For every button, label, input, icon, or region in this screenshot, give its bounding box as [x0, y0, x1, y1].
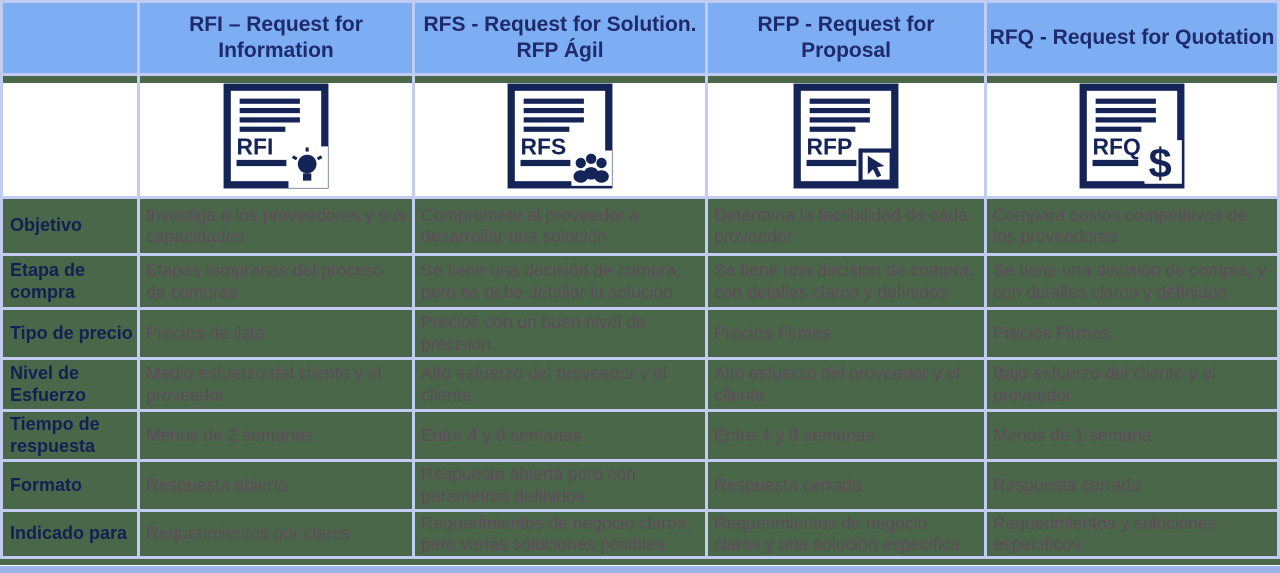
rfi-icon-label: RFI [237, 134, 274, 160]
corner-cell [3, 3, 137, 73]
cell-objetivo-rfs: Compromete al proveedor a desarrollar un… [415, 199, 705, 253]
cell-objetivo-rfp: Determina la factibilidad de cada provee… [708, 199, 984, 253]
cell-objetivo-rfq: Compara costos competitivos de los prove… [987, 199, 1277, 253]
row-label-etapa-de-compra: Etapa de compra [3, 256, 137, 307]
dollar-icon: $ [1149, 140, 1172, 187]
rfp-document-icon: RFP [793, 83, 899, 189]
cell-indicado-rfq: Requerimientos y soluciones específicos [987, 512, 1277, 556]
rfs-icon-label: RFS [521, 134, 567, 160]
row-label-nivel-de-esfuerzo: Nivel de Esfuerzo [3, 360, 137, 409]
cell-formato-rfs: Respuesta abierta pero con parámetros de… [415, 462, 705, 509]
cell-indicado-rfs: Requerimientos de negocio claros, pero v… [415, 512, 705, 556]
cell-formato-rfq: Respuesta cerrado [987, 462, 1277, 509]
row-label-tiempo-de-respuesta: Tiempo de respuesta [3, 412, 137, 459]
row-label-indicado-para: Indicado para [3, 512, 137, 556]
bottom-accent-bar [0, 566, 1280, 573]
cell-formato-rfp: Respuesta cerrada [708, 462, 984, 509]
row-label-formato: Formato [3, 462, 137, 509]
cell-esfuerzo-rfq: Bajo esfuerzo del cliente y el proveedor [987, 360, 1277, 409]
table-bottom-strip [0, 556, 1280, 565]
cell-indicado-rfi: Requerimientos por claros [140, 512, 412, 556]
column-header-rfs: RFS - Request for Solution. RFP Ágil [415, 3, 705, 73]
rfq-document-icon: RFQ $ [1079, 83, 1185, 189]
rfq-icon-label: RFQ [1093, 134, 1141, 160]
cell-tiempo-rfi: Menos de 2 semanas [140, 412, 412, 459]
rfp-icon-cell: RFP [708, 76, 984, 196]
icon-row-spacer [3, 76, 137, 196]
column-header-rfp: RFP - Request for Proposal [708, 3, 984, 73]
cell-objetivo-rfi: Investiga a los proveedores y sus capaci… [140, 199, 412, 253]
cell-etapa-rfi: Etapas tempranas del proceso de compras [140, 256, 412, 307]
row-label-objetivo: Objetivo [3, 199, 137, 253]
cell-indicado-rfp: Requerimientos de negocio claros y una s… [708, 512, 984, 556]
row-label-tipo-de-precio: Tipo de precio [3, 310, 137, 357]
people-icon [573, 153, 609, 183]
cursor-icon [858, 148, 894, 184]
rfs-document-icon: RFS [507, 83, 613, 189]
rfp-icon-label: RFP [807, 134, 853, 160]
cell-esfuerzo-rfs: Alto esfuerzo del proveedor y el cliente [415, 360, 705, 409]
cell-precio-rfp: Precios Firmes [708, 310, 984, 357]
cell-precio-rfi: Precios de lista [140, 310, 412, 357]
cell-esfuerzo-rfp: Alto esfuerzo del proveedor y el cliente [708, 360, 984, 409]
rfi-icon-cell: RFI [140, 76, 412, 196]
cell-formato-rfi: Respuesta abierto [140, 462, 412, 509]
cell-tiempo-rfs: Entre 4 y 8 semanas [415, 412, 705, 459]
rfs-icon-cell: RFS [415, 76, 705, 196]
cell-etapa-rfq: Se tiene una decisión de compra, y con d… [987, 256, 1277, 307]
lightbulb-icon [291, 147, 323, 181]
cell-precio-rfs: Precios con un buen nivel de precisión [415, 310, 705, 357]
comparison-table: RFI – Request for Information RFS - Requ… [0, 0, 1280, 556]
cell-precio-rfq: Precios Firmes [987, 310, 1277, 357]
cell-tiempo-rfp: Entre 4 y 8 semanas [708, 412, 984, 459]
rfq-icon-cell: RFQ $ [987, 76, 1277, 196]
column-header-rfq: RFQ - Request for Quotation [987, 3, 1277, 73]
cell-esfuerzo-rfi: Medio esfuerzo del cliente y el proveedo… [140, 360, 412, 409]
cell-etapa-rfs: Se tiene una decisión de compra, pero se… [415, 256, 705, 307]
column-header-rfi: RFI – Request for Information [140, 3, 412, 73]
rfi-document-icon: RFI [223, 83, 329, 189]
cell-etapa-rfp: Se tiene una decisión de compra, con det… [708, 256, 984, 307]
cell-tiempo-rfq: Menos de 1 semana [987, 412, 1277, 459]
